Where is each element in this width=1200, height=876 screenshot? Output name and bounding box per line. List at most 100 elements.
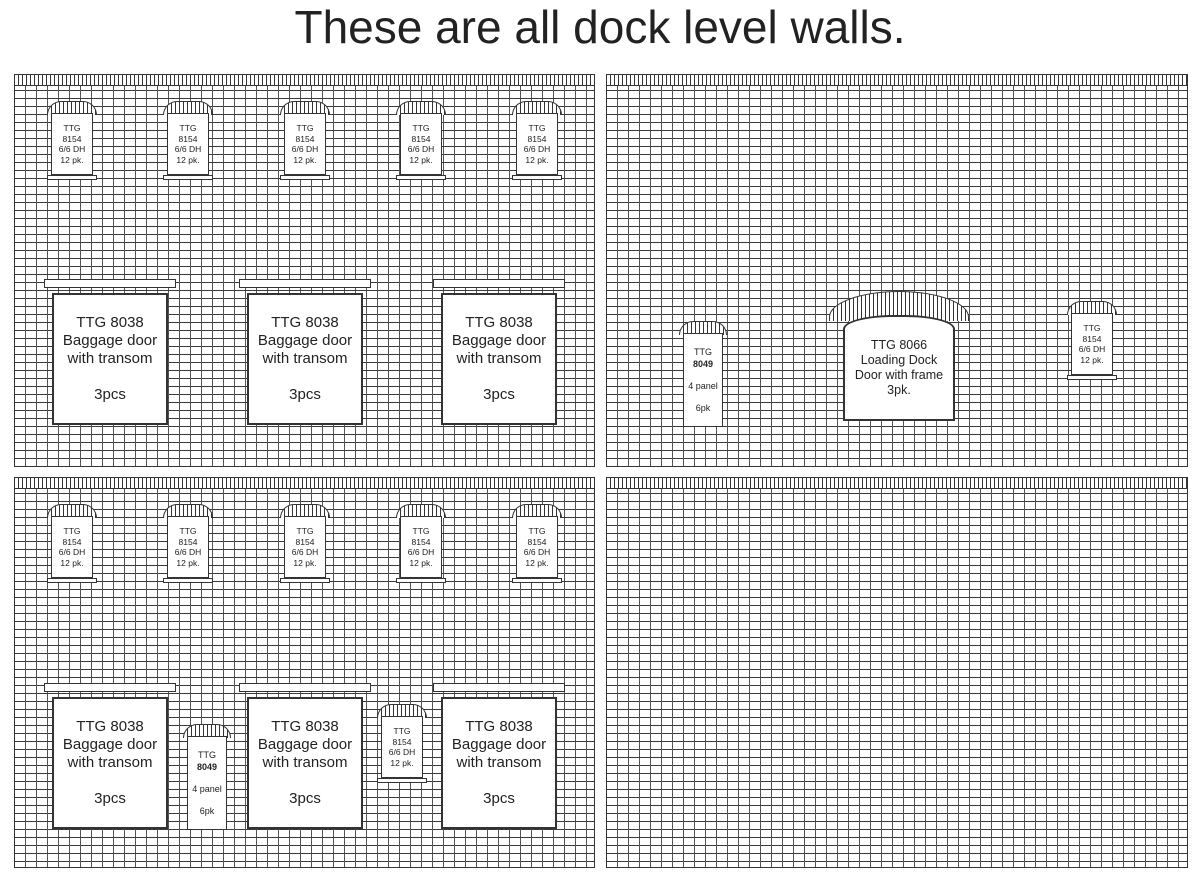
panel-door-label-number: 8049 <box>196 762 218 772</box>
wall-coping <box>607 478 1187 489</box>
window-label-line: 8154 <box>527 536 547 547</box>
baggage-door-label-line: TTG 8038 <box>465 718 533 735</box>
panel-door-label-line: TTG <box>694 347 712 357</box>
window-label-line: 12 pk. <box>293 154 317 165</box>
window-label-line: 8154 <box>392 736 412 747</box>
baggage-door-label-line: with transom <box>262 350 348 367</box>
window-label-line: 8154 <box>62 536 82 547</box>
window-sill <box>396 175 446 180</box>
window-label-line: 6/6 DH <box>523 144 551 154</box>
panel-door-label-line: TTG <box>198 750 216 760</box>
window-label-line: TTG <box>63 526 81 536</box>
window-label-line: TTG <box>1083 323 1101 333</box>
window-label-line: 8154 <box>411 536 431 547</box>
panel-door-ttg-8049: TTG 8049 4 panel 6pk <box>183 724 231 830</box>
window-sill <box>280 175 330 180</box>
window-label-line: 6/6 DH <box>174 144 202 154</box>
baggage-door-label-line: Baggage door <box>451 736 547 753</box>
panel-door-label: TTG 8049 4 panel 6pk <box>683 333 723 427</box>
window-label-line: 12 pk. <box>293 557 317 568</box>
window-sill <box>47 175 97 180</box>
baggage-door-label-line: TTG 8038 <box>271 314 339 331</box>
window-label-line: 8154 <box>527 133 547 144</box>
window-label-line: 6/6 DH <box>58 144 86 154</box>
window-label-line: 6/6 DH <box>407 144 435 154</box>
window-label-line: 12 pk. <box>525 154 549 165</box>
window-label-line: 8154 <box>62 133 82 144</box>
window-label-line: 6/6 DH <box>523 547 551 557</box>
loading-door-label-line: TTG 8066 <box>870 338 928 352</box>
window-label-line: 6/6 DH <box>388 747 416 757</box>
window-label-line: 12 pk. <box>409 154 433 165</box>
panel-door-label-line: 4 panel <box>192 784 222 794</box>
window-label-line: TTG <box>296 123 314 133</box>
window-label-line: TTG <box>179 123 197 133</box>
wall-coping <box>607 75 1187 86</box>
page-title: These are all dock level walls. <box>294 1 906 53</box>
baggage-door-label-line: with transom <box>67 350 153 367</box>
window-label-line: 6/6 DH <box>407 547 435 557</box>
window-label-line: TTG <box>63 123 81 133</box>
window-sill <box>512 175 562 180</box>
window-label-line: 12 pk. <box>390 757 414 768</box>
panel-door-label-line: 4 panel <box>688 381 718 391</box>
window-label-line: TTG <box>528 123 546 133</box>
loading-door-label-line: 3pk. <box>887 383 911 397</box>
baggage-door-label-line: with transom <box>456 754 542 771</box>
baggage-door-lintel <box>433 683 565 692</box>
baggage-door-label-line: Baggage door <box>62 332 158 349</box>
window-sill <box>396 578 446 583</box>
window-label-line: 12 pk. <box>176 557 200 568</box>
window-label-line: 8154 <box>178 133 198 144</box>
window-label-line: TTG <box>179 526 197 536</box>
baggage-door-label-line: Baggage door <box>451 332 547 349</box>
window-sill <box>512 578 562 583</box>
window-label-line: 6/6 DH <box>291 547 319 557</box>
window-label-line: 12 pk. <box>176 154 200 165</box>
loading-door-label-line: Loading Dock <box>860 353 938 367</box>
window-label-line: 12 pk. <box>409 557 433 568</box>
window-label-line: 12 pk. <box>525 557 549 568</box>
baggage-door-label-line: TTG 8038 <box>465 314 533 331</box>
baggage-door-lintel <box>239 683 371 692</box>
baggage-door-label-line: with transom <box>67 754 153 771</box>
window-label-line: 6/6 DH <box>174 547 202 557</box>
panel-door-label-number: 8049 <box>692 359 714 369</box>
wall-coping <box>15 478 594 489</box>
panel-door-label-line: 6pk <box>695 403 711 413</box>
baggage-door-lintel <box>44 279 176 288</box>
panel-door-ttg-8049: TTG 8049 4 panel 6pk <box>679 321 727 427</box>
baggage-door-label-line: 3pcs <box>289 790 321 807</box>
loading-door-label-line: Door with frame <box>854 368 944 382</box>
baggage-door-label-line: Baggage door <box>257 332 353 349</box>
baggage-door-label-line: Baggage door <box>257 736 353 753</box>
window-sill <box>163 578 213 583</box>
window-sill <box>280 578 330 583</box>
panel-door-label-line: 6pk <box>199 806 215 816</box>
window-label-line: 8154 <box>1082 333 1102 344</box>
window-label-line: 12 pk. <box>60 557 84 568</box>
baggage-door-label-line: 3pcs <box>94 790 126 807</box>
